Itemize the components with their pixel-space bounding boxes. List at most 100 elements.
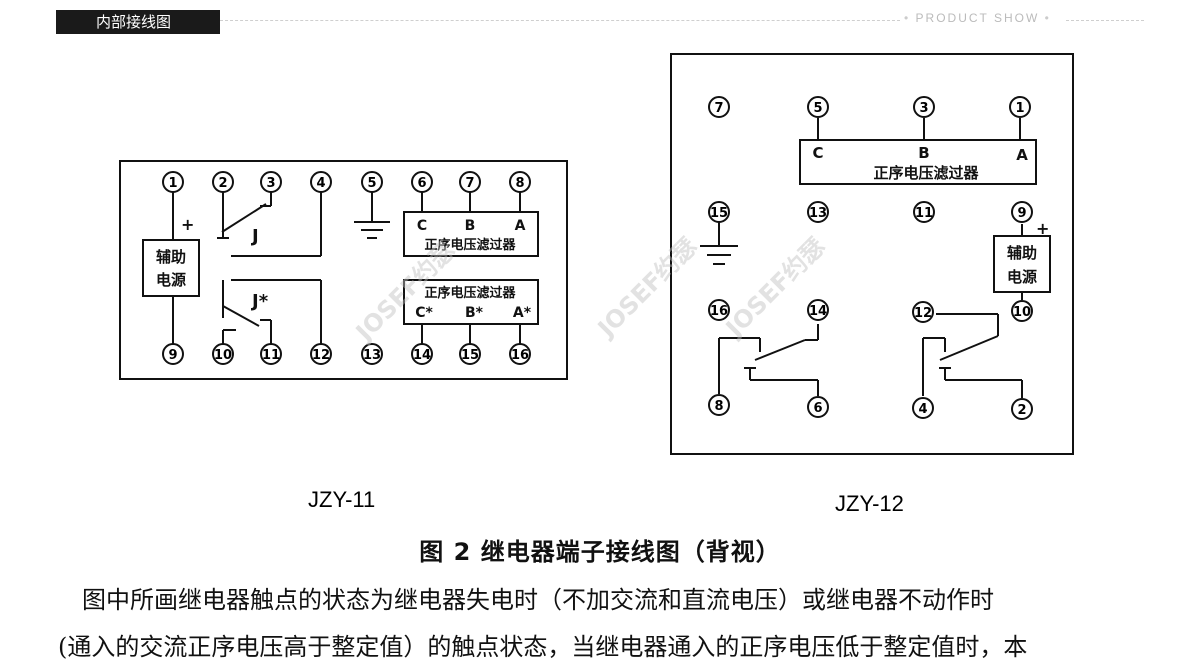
svg-text:8: 8 <box>515 176 524 191</box>
jzy12-plus-sign: + <box>1036 219 1049 238</box>
jzy12-filter-b: B <box>918 144 929 162</box>
jzy12-frame <box>670 53 1074 455</box>
svg-text:9: 9 <box>1017 206 1026 221</box>
svg-text:7: 7 <box>465 176 474 191</box>
product-show-text: PRODUCT SHOW <box>915 11 1040 25</box>
header-divider <box>220 20 900 21</box>
terminal-13: 13 <box>361 343 383 365</box>
svg-text:5: 5 <box>367 176 376 191</box>
svg-text:9: 9 <box>168 348 177 363</box>
svg-text:16: 16 <box>710 304 728 319</box>
relay-j-star-label: J* <box>250 291 269 312</box>
jzy12-aux-power-line1: 辅助 <box>1007 244 1037 262</box>
terminal-r3: 3 <box>913 96 935 118</box>
filter1-b: B <box>465 218 476 234</box>
svg-text:5: 5 <box>813 101 822 116</box>
filter1-name: 正序电压滤过器 <box>424 237 516 253</box>
svg-text:14: 14 <box>809 304 827 319</box>
svg-text:6: 6 <box>417 176 426 191</box>
jzy11-plus-sign: + <box>181 215 194 234</box>
jzy11-frame <box>119 160 568 380</box>
svg-text:10: 10 <box>214 348 232 363</box>
body-text-line-2: (通入的交流正序电压高于整定值）的触点状态，当继电器通入的正序电压低于整定值时，… <box>58 633 1028 661</box>
jzy11-caption: JZY-11 <box>308 487 376 512</box>
terminal-r10: 10 <box>1011 300 1033 322</box>
svg-text:1: 1 <box>1015 101 1024 116</box>
svg-text:11: 11 <box>915 206 933 221</box>
terminal-12: 12 <box>310 343 332 365</box>
svg-text:8: 8 <box>714 399 723 414</box>
terminal-r2: 2 <box>1011 398 1033 420</box>
jzy12-filter-name: 正序电压滤过器 <box>873 164 979 182</box>
terminal-15: 15 <box>459 343 481 365</box>
terminal-r16: 16 <box>708 299 730 321</box>
jzy11-aux-power-line2: 电源 <box>156 271 186 289</box>
section-tab-label: 内部接线图 <box>96 13 172 31</box>
filter2-c: C* <box>415 305 433 321</box>
terminal-3: 3 <box>260 171 282 193</box>
terminal-r9: 9 <box>1011 201 1033 223</box>
terminal-4: 4 <box>310 171 332 193</box>
terminal-7: 7 <box>459 171 481 193</box>
product-show-label: • PRODUCT SHOW • <box>904 11 1051 25</box>
svg-text:15: 15 <box>461 348 479 363</box>
terminal-r11: 11 <box>913 201 935 223</box>
svg-text:13: 13 <box>809 206 827 221</box>
filter2-a: A* <box>513 305 532 321</box>
jzy12-caption: JZY-12 <box>835 491 904 516</box>
filter1-c: C <box>417 218 427 234</box>
svg-text:1: 1 <box>168 176 177 191</box>
terminal-14: 14 <box>411 343 433 365</box>
filter2-name: 正序电压滤过器 <box>424 285 516 301</box>
section-tab: 内部接线图 <box>56 10 220 34</box>
terminal-8: 8 <box>509 171 531 193</box>
svg-text:3: 3 <box>266 176 275 191</box>
jzy12-terminals: 7 5 3 1 15 13 11 9 16 14 12 10 8 6 4 2 <box>708 96 1033 420</box>
svg-text:13: 13 <box>363 348 381 363</box>
terminal-5: 5 <box>361 171 383 193</box>
terminal-r4: 4 <box>912 397 934 419</box>
terminal-10: 10 <box>212 343 234 365</box>
jzy12-filter-c: C <box>812 144 823 162</box>
filter2-b: B* <box>465 305 484 321</box>
header-divider-right <box>1066 20 1144 21</box>
jzy11-aux-power-box <box>142 239 200 297</box>
jzy11-aux-power-line1: 辅助 <box>156 248 186 266</box>
jzy12-filter-a: A <box>1016 146 1028 164</box>
svg-text:16: 16 <box>511 348 529 363</box>
terminal-r13: 13 <box>807 201 829 223</box>
svg-text:7: 7 <box>714 101 723 116</box>
relay-j-label: J <box>250 226 259 247</box>
terminal-r6: 6 <box>807 396 829 418</box>
svg-text:14: 14 <box>413 348 431 363</box>
jzy11-bottom-terminals: 9 10 11 12 13 14 15 16 <box>162 343 531 365</box>
terminal-9: 9 <box>162 343 184 365</box>
terminal-11: 11 <box>260 343 282 365</box>
terminal-2: 2 <box>212 171 234 193</box>
terminal-6: 6 <box>411 171 433 193</box>
terminal-r15: 15 <box>708 201 730 223</box>
svg-text:12: 12 <box>312 348 330 363</box>
jzy12-aux-power-line2: 电源 <box>1007 268 1037 286</box>
terminal-1: 1 <box>162 171 184 193</box>
svg-text:15: 15 <box>710 206 728 221</box>
svg-text:3: 3 <box>919 101 928 116</box>
svg-text:2: 2 <box>218 176 227 191</box>
svg-text:4: 4 <box>918 402 927 417</box>
terminal-r7: 7 <box>708 96 730 118</box>
terminal-r1: 1 <box>1009 96 1031 118</box>
svg-text:12: 12 <box>914 306 932 321</box>
svg-text:2: 2 <box>1017 403 1026 418</box>
svg-text:6: 6 <box>813 401 822 416</box>
terminal-r5: 5 <box>807 96 829 118</box>
jzy11-top-terminals: 1 2 3 4 5 6 7 8 <box>162 171 531 193</box>
terminal-r12: 12 <box>912 301 934 323</box>
svg-text:4: 4 <box>316 176 325 191</box>
figure-title: 图 2 继电器端子接线图（背视） <box>419 538 781 566</box>
filter1-a: A <box>515 218 526 234</box>
jzy12-filter-box <box>799 139 1037 185</box>
svg-text:11: 11 <box>262 348 280 363</box>
terminal-r14: 14 <box>807 299 829 321</box>
body-text-line-1: 图中所画继电器触点的状态为继电器失电时（不加交流和直流电压）或继电器不动作时 <box>82 586 994 614</box>
